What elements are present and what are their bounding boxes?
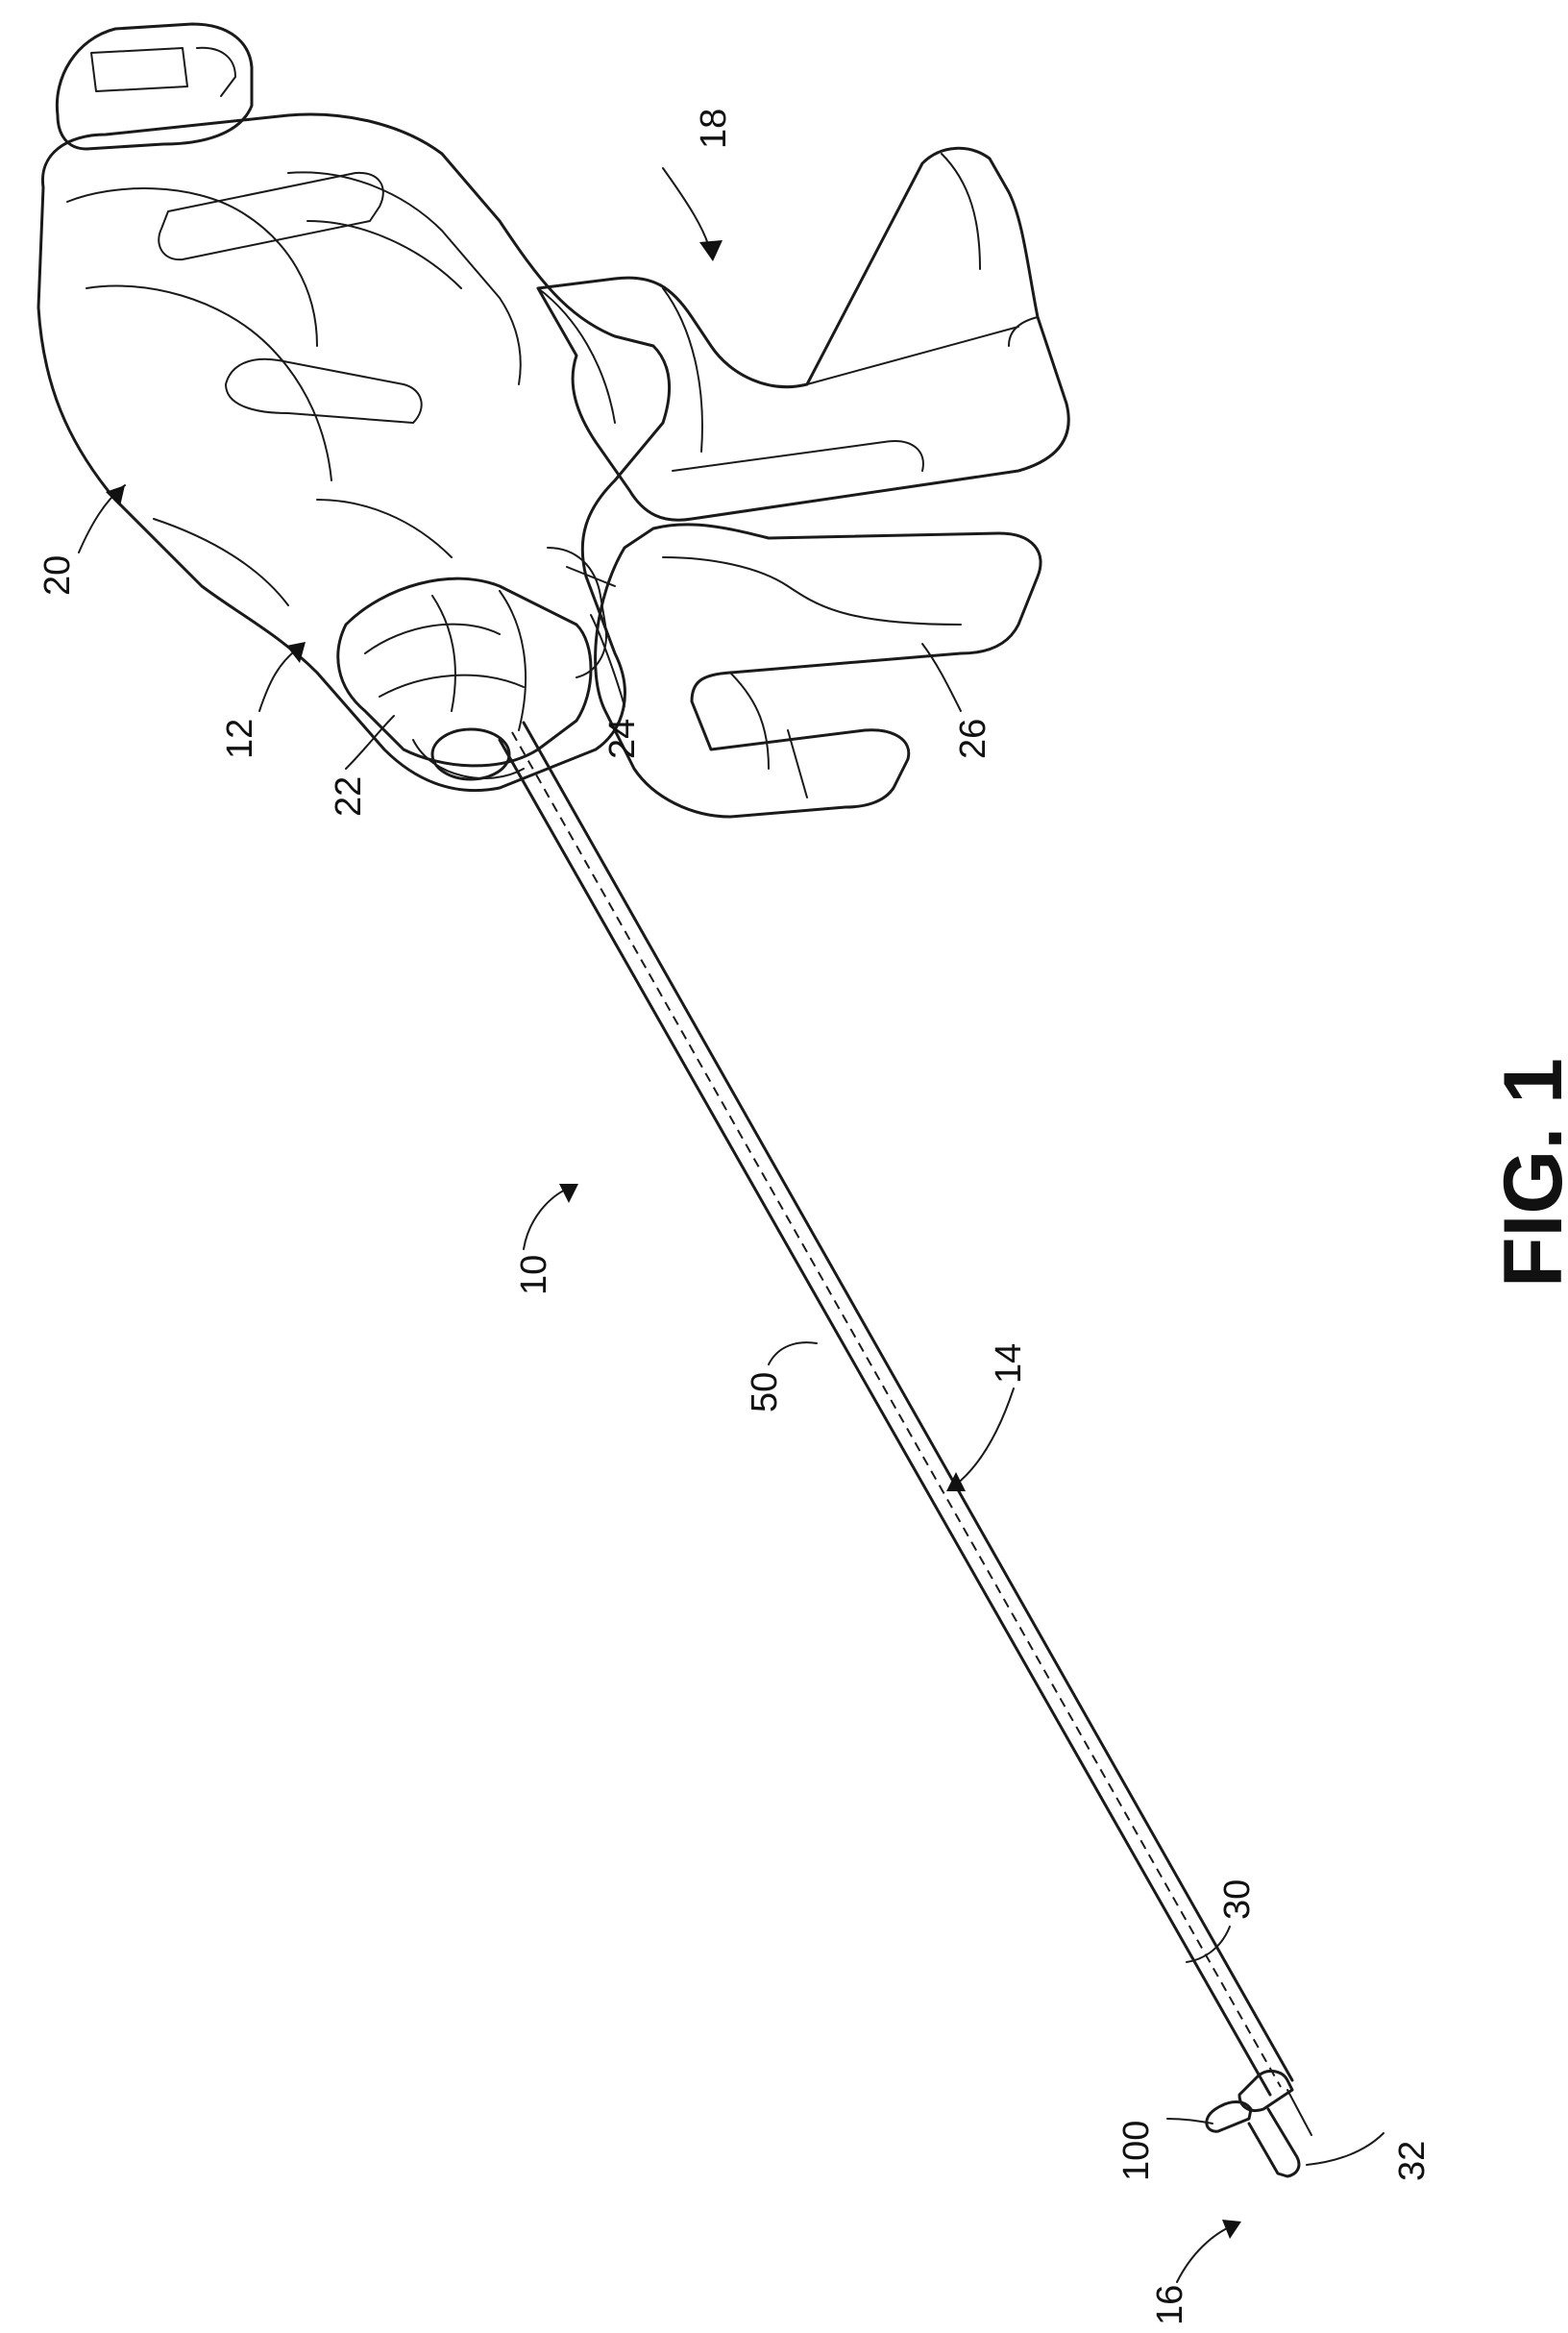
figure-caption: FIG. 1 [1487, 1058, 1568, 1288]
label-26: 26 [953, 719, 993, 759]
label-10: 10 [514, 1255, 554, 1295]
label-32: 32 [1392, 2141, 1433, 2181]
rotation-knob [338, 578, 591, 779]
label-30: 30 [1217, 1879, 1258, 1920]
reference-labels: 20 18 12 22 24 26 10 50 14 30 100 32 16 [37, 109, 1433, 2325]
label-16: 16 [1150, 2285, 1190, 2325]
label-20: 20 [37, 555, 78, 596]
leader-lines [79, 168, 1384, 2282]
fixed-handle [538, 148, 1068, 520]
housing [38, 24, 670, 791]
label-50: 50 [745, 1372, 785, 1412]
end-effector [1207, 2071, 1311, 2176]
label-14: 14 [989, 1343, 1029, 1384]
label-100: 100 [1116, 2121, 1157, 2181]
trigger [596, 525, 1041, 817]
trigger-pivot [548, 548, 615, 677]
label-24: 24 [602, 719, 643, 759]
label-18: 18 [694, 109, 734, 149]
shaft [500, 723, 1292, 2095]
label-12: 12 [220, 719, 260, 759]
label-22: 22 [329, 776, 369, 817]
